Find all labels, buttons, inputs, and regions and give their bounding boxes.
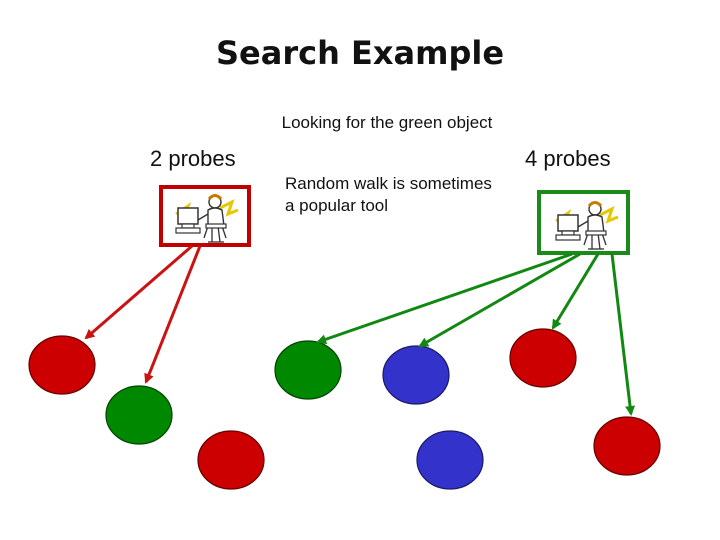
green-arrow: [610, 253, 636, 416]
red-node: [593, 416, 661, 476]
red-arrow: [84, 244, 193, 340]
note-line-1: Random walk is sometimes: [285, 174, 492, 193]
red-node: [28, 335, 96, 395]
subtitle: Looking for the green object: [281, 113, 493, 132]
random-walk-note: Random walk is sometimes a popular tool: [285, 173, 525, 217]
red-node: [197, 430, 265, 490]
green-node: [274, 340, 342, 400]
slide-title: Search Example: [215, 34, 505, 72]
green-arrow: [551, 253, 600, 330]
green-arrow: [418, 252, 581, 348]
right-probe-label: 4 probes: [525, 146, 611, 171]
left-probe-label: 2 probes: [150, 146, 236, 171]
note-line-2: a popular tool: [285, 196, 389, 215]
blue-node: [382, 345, 450, 405]
green-node: [105, 385, 173, 445]
right-searcher-frame: [537, 190, 630, 255]
green-arrow: [316, 252, 573, 345]
red-node: [509, 328, 577, 388]
blue-node: [416, 430, 484, 490]
red-arrow: [144, 245, 202, 384]
